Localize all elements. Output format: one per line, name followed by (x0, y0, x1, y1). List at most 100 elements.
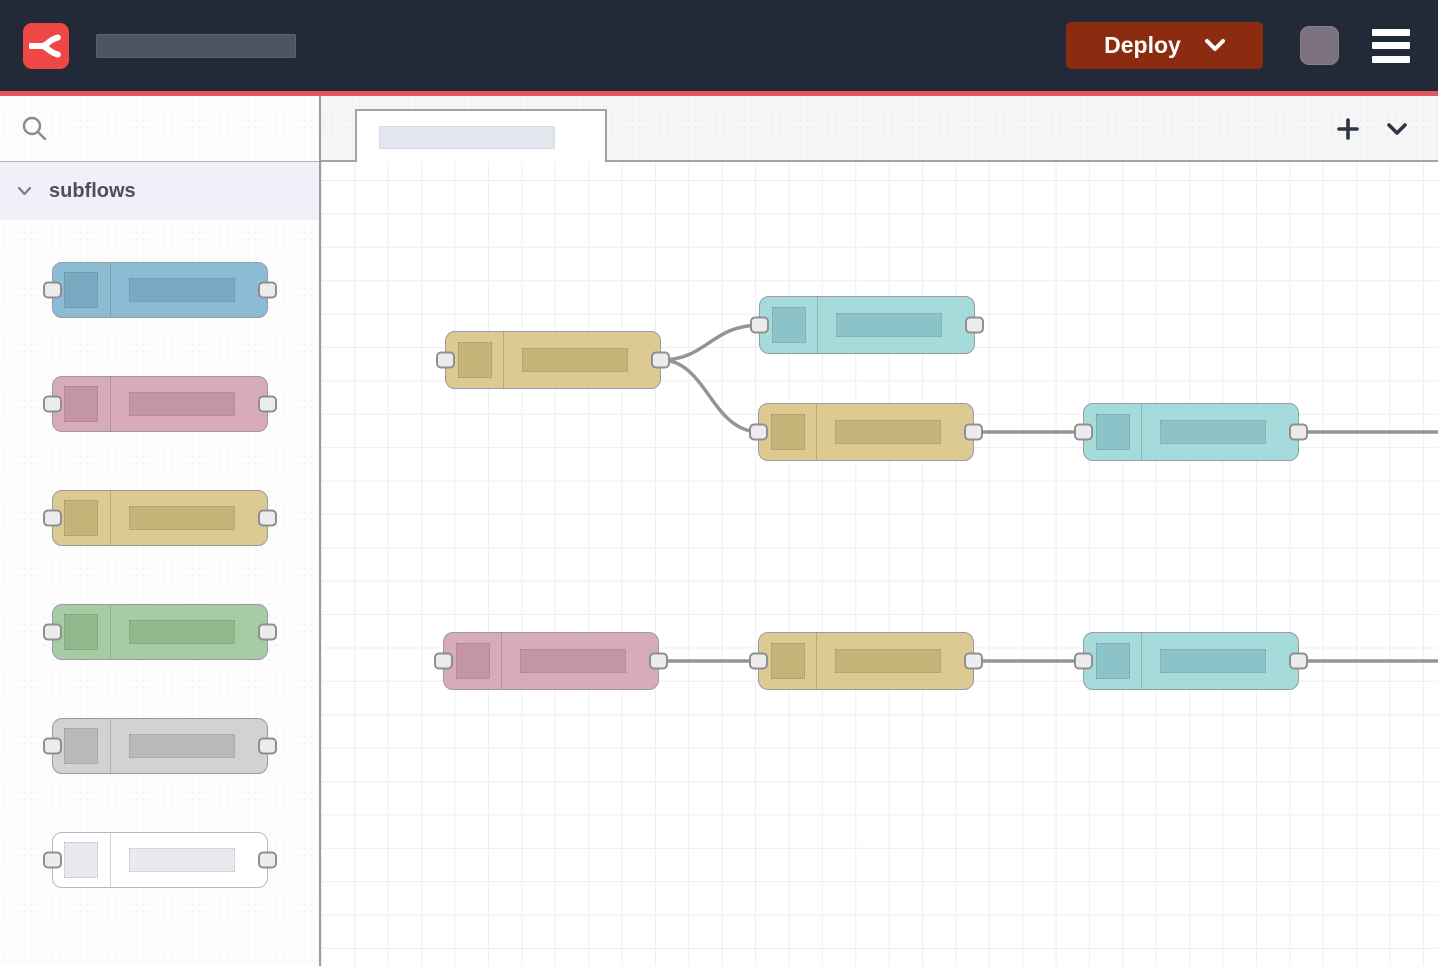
node-output-port[interactable] (257, 281, 277, 299)
node-icon-placeholder (1095, 643, 1130, 679)
node-output-port[interactable] (651, 351, 670, 369)
node-icon-placeholder (455, 643, 490, 679)
flow-node-yellow[interactable] (749, 632, 983, 690)
node-input-port[interactable] (749, 652, 768, 670)
flow-list-button[interactable] (1384, 120, 1410, 138)
node-icon-placeholder (770, 643, 805, 679)
node-label-placeholder (128, 392, 235, 416)
palette-section-subflows[interactable]: subflows (0, 162, 319, 220)
node-label-area (1142, 633, 1298, 689)
node-label-area (502, 633, 658, 689)
flow-node-cyan[interactable] (1074, 632, 1308, 690)
search-icon (22, 116, 47, 141)
node-icon-placeholder (64, 842, 98, 878)
node-input-port[interactable] (434, 652, 453, 670)
tab-actions (1334, 96, 1410, 162)
flow-node-pink[interactable] (434, 632, 668, 690)
node-icon-placeholder (64, 614, 98, 650)
node-label-area (111, 377, 267, 431)
node-input-port[interactable] (1074, 423, 1093, 441)
flow-node-cyan[interactable] (1074, 403, 1308, 461)
chevron-down-icon (1204, 39, 1225, 51)
node-output-port[interactable] (1289, 652, 1308, 670)
node-icon-area (760, 297, 818, 353)
node-icon-placeholder (64, 272, 98, 308)
header-accent-line (0, 91, 1438, 96)
add-flow-button[interactable] (1334, 115, 1362, 143)
flow-tab-label-placeholder (379, 126, 555, 149)
node-red-logo-icon (23, 22, 69, 69)
node-label-placeholder (128, 278, 235, 302)
node-label-area (817, 404, 973, 460)
node-label-placeholder (836, 313, 942, 337)
node-input-port[interactable] (42, 851, 62, 869)
wire[interactable] (659, 323, 763, 362)
node-input-port[interactable] (42, 395, 62, 413)
node-label-placeholder (1160, 649, 1266, 673)
node-output-port[interactable] (965, 316, 984, 334)
node-output-port[interactable] (257, 395, 277, 413)
node-input-port[interactable] (750, 316, 769, 334)
flow-node-cyan[interactable] (750, 296, 984, 354)
main-layout: subflows (0, 96, 1438, 966)
node-icon-area (53, 605, 111, 659)
palette-node-pink[interactable] (42, 376, 277, 432)
node-icon-placeholder (64, 386, 98, 422)
palette-search[interactable] (0, 96, 319, 162)
node-input-port[interactable] (42, 281, 62, 299)
node-label-area (818, 297, 974, 353)
palette-node-green[interactable] (42, 604, 277, 660)
node-output-port[interactable] (964, 423, 983, 441)
node-label-placeholder (128, 734, 235, 758)
node-icon-area (444, 633, 502, 689)
node-output-port[interactable] (257, 737, 277, 755)
node-input-port[interactable] (42, 737, 62, 755)
flow-node-yellow[interactable] (436, 331, 670, 389)
wire[interactable] (659, 358, 762, 434)
node-label-placeholder (522, 348, 628, 372)
node-output-port[interactable] (257, 509, 277, 527)
palette-node-gray[interactable] (42, 718, 277, 774)
node-label-area (111, 605, 267, 659)
palette-node-yellow[interactable] (42, 490, 277, 546)
node-icon-area (53, 377, 111, 431)
header-title-placeholder (96, 33, 296, 58)
palette-node-blue[interactable] (42, 262, 277, 318)
node-icon-placeholder (1095, 414, 1130, 450)
node-output-port[interactable] (257, 623, 277, 641)
flow-tab-active[interactable] (355, 109, 607, 162)
user-avatar[interactable] (1300, 26, 1339, 65)
palette-node-white[interactable] (42, 832, 277, 888)
node-output-port[interactable] (964, 652, 983, 670)
node-label-placeholder (1160, 420, 1266, 444)
chevron-down-icon (17, 186, 32, 196)
node-icon-placeholder (771, 307, 806, 343)
node-icon-placeholder (770, 414, 805, 450)
hamburger-menu-icon[interactable] (1372, 28, 1410, 63)
node-output-port[interactable] (1289, 423, 1308, 441)
plus-icon (1337, 118, 1359, 140)
workspace (321, 96, 1438, 966)
node-input-port[interactable] (42, 623, 62, 641)
node-label-placeholder (128, 620, 235, 644)
node-icon-area (53, 719, 111, 773)
node-label-area (111, 719, 267, 773)
palette-node-list (0, 220, 319, 966)
node-output-port[interactable] (649, 652, 668, 670)
node-icon-area (53, 263, 111, 317)
node-label-placeholder (520, 649, 626, 673)
node-label-area (111, 833, 267, 887)
node-output-port[interactable] (257, 851, 277, 869)
flow-node-yellow[interactable] (749, 403, 983, 461)
node-input-port[interactable] (436, 351, 455, 369)
flow-canvas[interactable] (321, 162, 1438, 966)
flow-tab-strip (321, 96, 1438, 162)
node-input-port[interactable] (42, 509, 62, 527)
node-icon-area (53, 833, 111, 887)
node-input-port[interactable] (749, 423, 768, 441)
node-label-area (504, 332, 660, 388)
deploy-button-label: Deploy (1104, 32, 1181, 58)
deploy-button[interactable]: Deploy (1066, 22, 1263, 69)
node-input-port[interactable] (1074, 652, 1093, 670)
node-icon-placeholder (64, 728, 98, 764)
